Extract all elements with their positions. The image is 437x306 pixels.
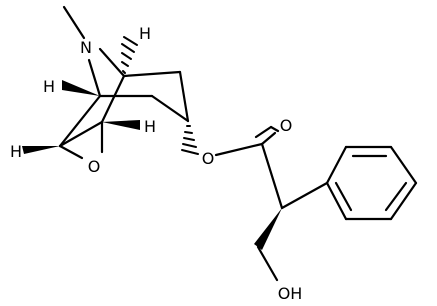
atom-ester-oxygen: O <box>202 149 215 168</box>
wedge-calpha-ch2 <box>254 208 282 250</box>
c1-c7-bond <box>100 74 126 124</box>
c6-c7-bond <box>58 120 104 148</box>
c5-c6-bond <box>58 94 102 148</box>
atom-hydrogen-top: H <box>139 24 151 43</box>
ch2-oh-bond <box>256 245 279 282</box>
oester-ccarbonyl-bond <box>214 142 264 157</box>
atom-carbonyl-oxygen: O <box>280 116 293 135</box>
atom-hydroxyl: OH <box>278 284 303 303</box>
ccarbonyl-calpha-bond <box>260 142 284 210</box>
atom-hydrogen-left-lower: H <box>10 142 22 161</box>
n-methyl-bond <box>62 5 86 40</box>
c6-o-epoxide-bond <box>58 144 84 160</box>
phenyl-ring <box>325 145 418 221</box>
wedge-c6-h <box>22 146 60 154</box>
atom-nitrogen: N <box>80 38 92 57</box>
n-c5-bond <box>87 58 102 98</box>
c2-c3-bond <box>178 70 190 123</box>
atom-epoxide-oxygen: O <box>88 157 101 176</box>
atom-hydrogen-center: H <box>144 117 156 136</box>
carbonyl-double-bond-c <box>269 125 280 133</box>
wedge-c5-h <box>62 80 100 96</box>
carbonyl-double-bond-a <box>260 131 277 146</box>
n-c1-bond <box>98 47 126 78</box>
hashed-bond-c3-o <box>181 125 199 155</box>
c3-c4-bond <box>150 94 190 123</box>
calpha-phenyl-bond <box>280 181 329 210</box>
c1-c2-bond <box>122 70 182 78</box>
hashed-bond-c1-h <box>121 36 138 74</box>
atom-hydrogen-left-upper: H <box>43 77 55 96</box>
wedge-c7-h <box>102 120 140 130</box>
carbonyl-double-bond-b <box>254 125 273 139</box>
